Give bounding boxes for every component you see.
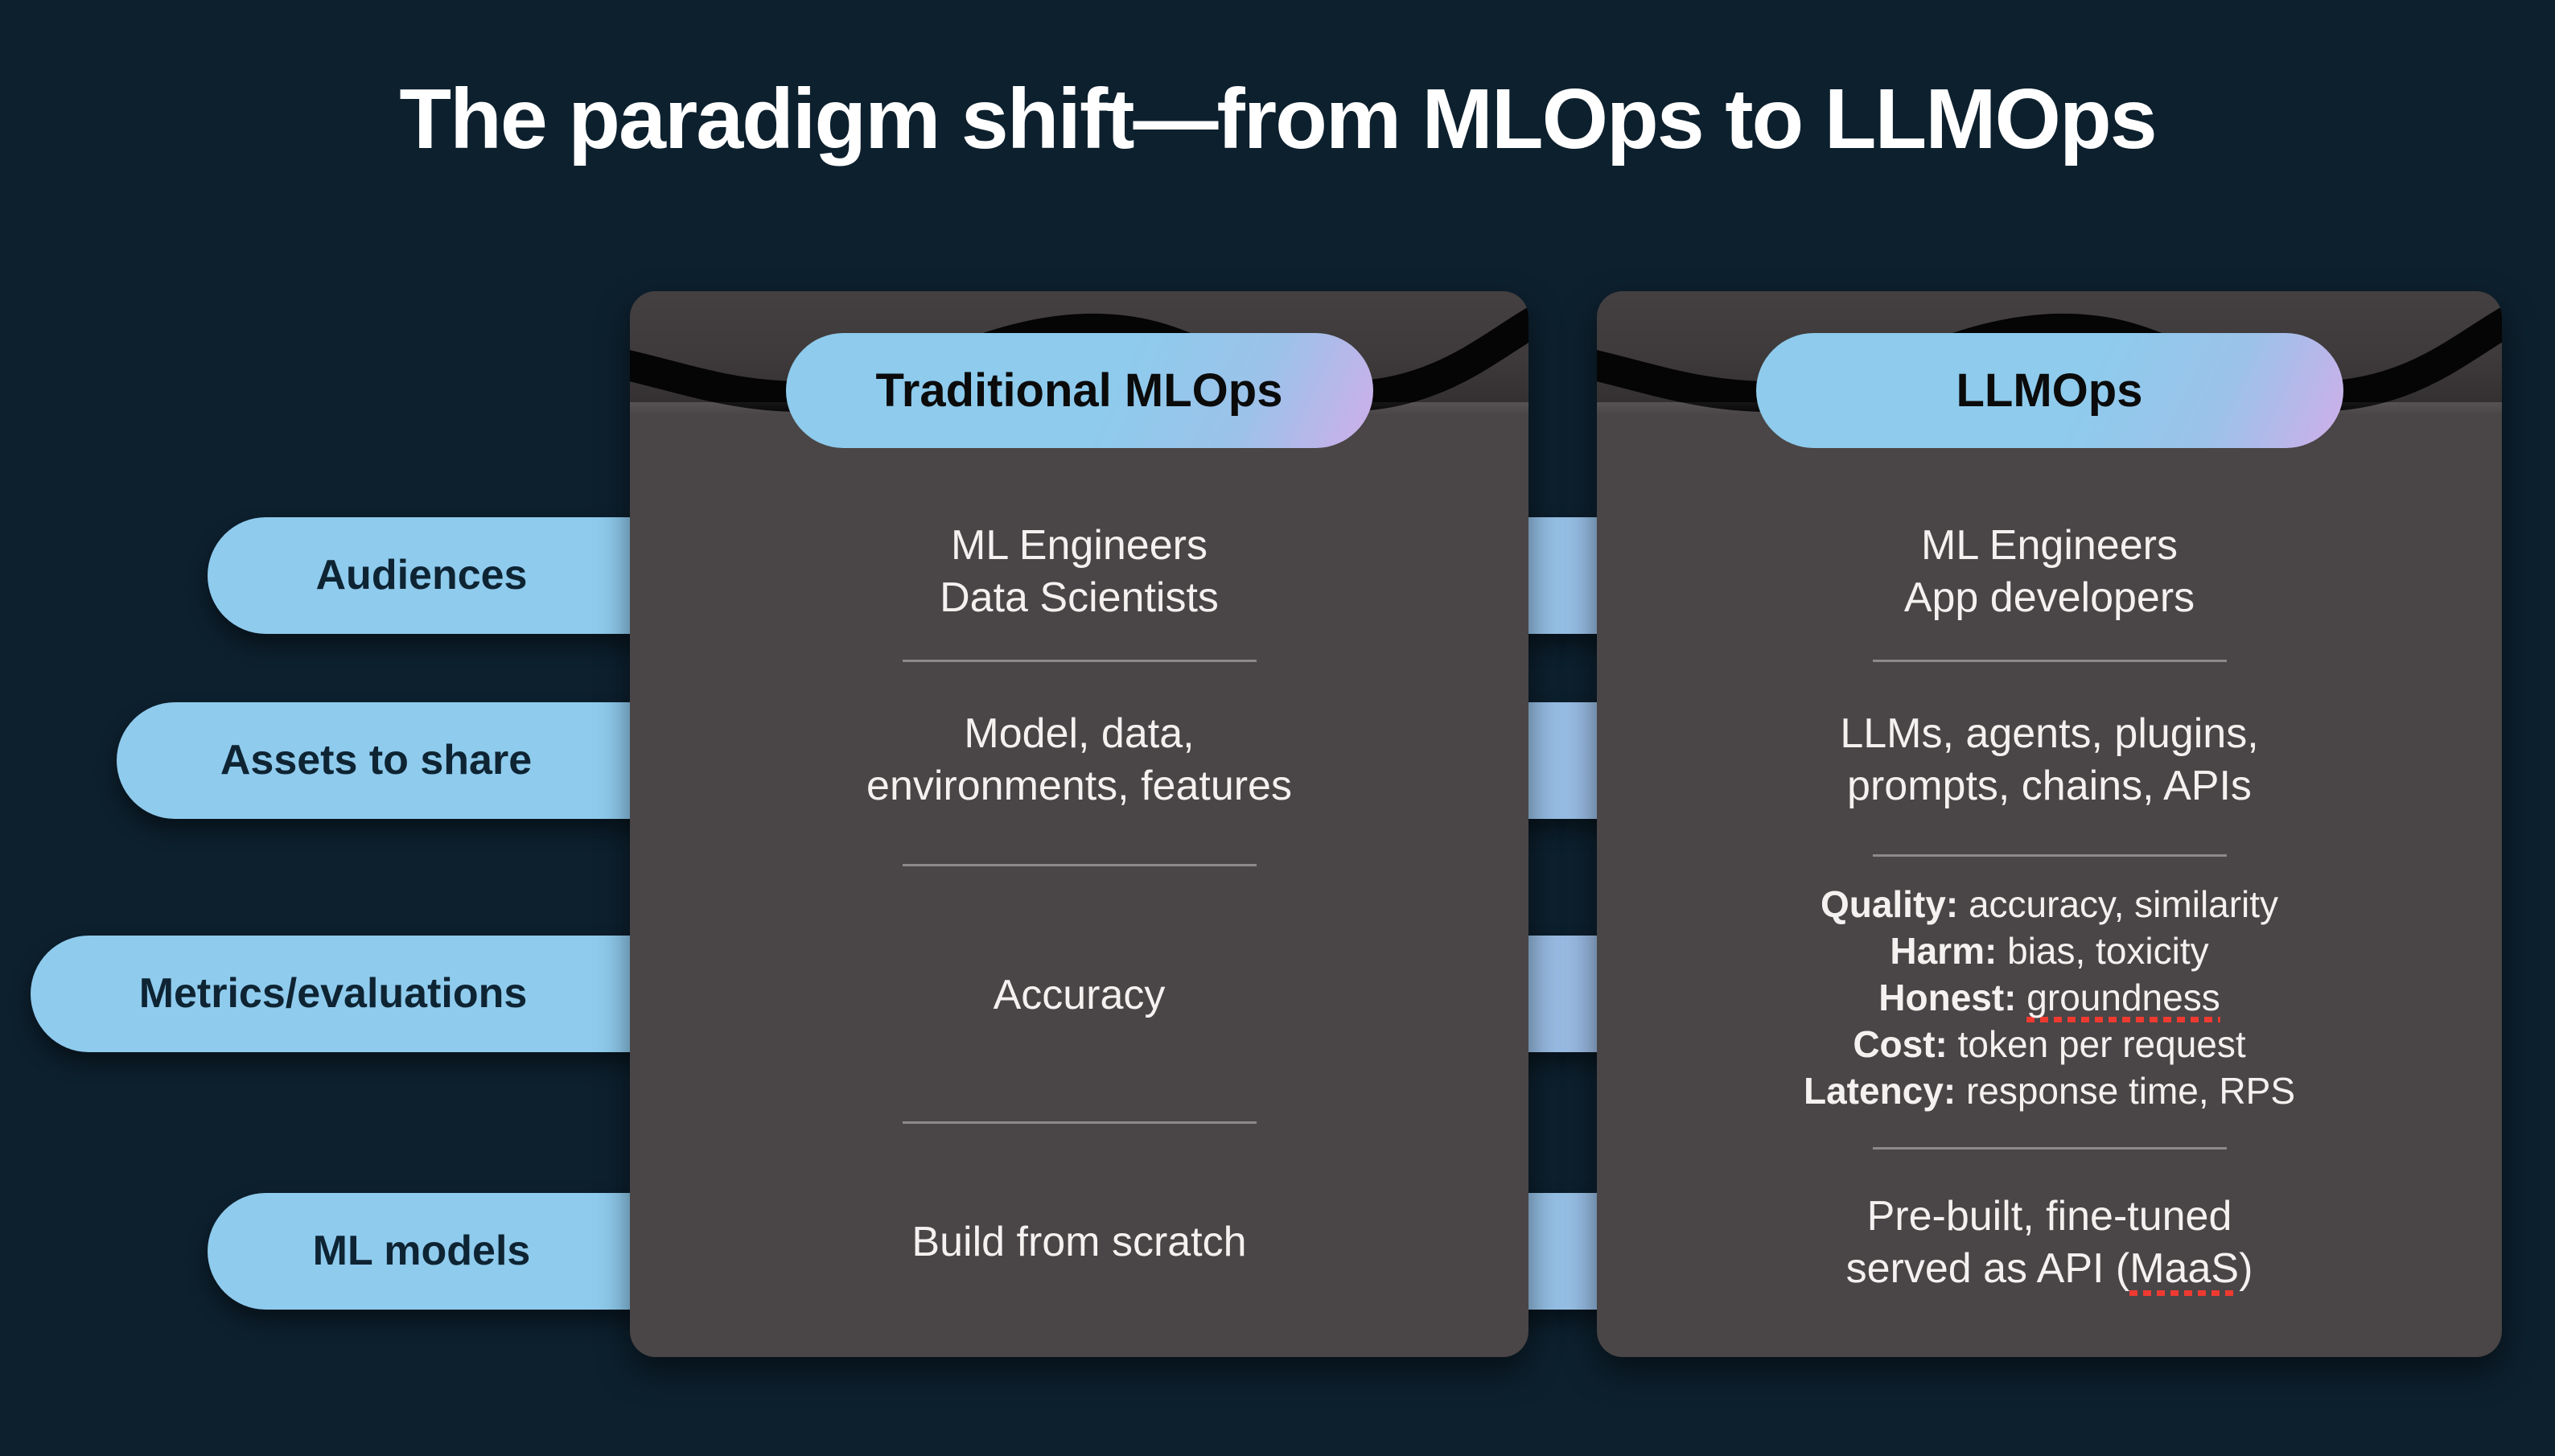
panel-header-llmops: LLMOps xyxy=(1755,333,2343,448)
row-label-audiences: Audiences xyxy=(315,552,528,598)
llmops-models-line2: served as API (MaaS) xyxy=(1597,1243,2502,1296)
llmops-audiences-line1: ML Engineers xyxy=(1921,522,2178,569)
metric-text-underlined: groundness xyxy=(2026,977,2220,1022)
traditional-metrics-line1: Accuracy xyxy=(993,972,1166,1018)
divider xyxy=(1872,660,2227,662)
divider xyxy=(1872,1147,2227,1150)
metric-text: token per request xyxy=(1957,1023,2246,1065)
llmops-models-line1: Pre-built, fine-tuned xyxy=(1866,1193,2232,1240)
models-line2-underlined: MaaS xyxy=(2129,1245,2240,1296)
traditional-audiences-cell: ML Engineers Data Scientists xyxy=(630,520,1528,624)
traditional-assets-cell: Model, data, environments, features xyxy=(630,708,1528,812)
panel-llmops: LLMOps ML Engineers App developers LLMs,… xyxy=(1597,291,2502,1357)
panel-traditional-mlops: Traditional MLOps ML Engineers Data Scie… xyxy=(630,291,1528,1357)
traditional-assets-line2: environments, features xyxy=(866,763,1292,809)
llmops-audiences-cell: ML Engineers App developers xyxy=(1597,520,2502,624)
traditional-audiences-line2: Data Scientists xyxy=(940,574,1219,621)
decorative-wave xyxy=(630,291,1528,415)
llmops-metric-quality: Quality: accuracy, similarity xyxy=(1597,881,2502,927)
row-label-assets-to-share: Assets to share xyxy=(220,737,533,784)
llmops-audiences-line2: App developers xyxy=(1903,574,2195,621)
models-line2-pre: served as API ( xyxy=(1845,1245,2130,1292)
traditional-models-line1: Build from scratch xyxy=(911,1219,1247,1265)
metric-label: Latency: xyxy=(1803,1070,1956,1112)
divider xyxy=(902,660,1257,662)
divider xyxy=(902,864,1257,866)
metric-text: bias, toxicity xyxy=(2007,930,2209,972)
row-label-metrics-evaluations: Metrics/evaluations xyxy=(138,970,528,1017)
traditional-metrics-cell: Accuracy xyxy=(630,969,1528,1022)
traditional-audiences-line1: ML Engineers xyxy=(951,522,1208,569)
metric-label: Honest: xyxy=(1878,977,2017,1018)
metric-text: accuracy, similarity xyxy=(1968,883,2279,925)
metric-label: Cost: xyxy=(1853,1023,1948,1065)
llmops-assets-line1: LLMs, agents, plugins, xyxy=(1840,710,2259,757)
llmops-assets-cell: LLMs, agents, plugins, prompts, chains, … xyxy=(1597,708,2502,812)
metric-label: Harm: xyxy=(1890,930,1998,972)
llmops-models-cell: Pre-built, fine-tuned served as API (Maa… xyxy=(1597,1191,2502,1296)
slide-title: The paradigm shift—from MLOps to LLMOps xyxy=(399,72,2157,167)
panel-header-traditional-mlops: Traditional MLOps xyxy=(785,333,1373,448)
metric-label: Quality: xyxy=(1820,883,1959,925)
divider xyxy=(1872,854,2227,857)
models-line2-post: ) xyxy=(2239,1245,2253,1292)
traditional-models-cell: Build from scratch xyxy=(630,1216,1528,1269)
llmops-assets-line2: prompts, chains, APIs xyxy=(1847,763,2252,809)
divider xyxy=(902,1121,1257,1124)
llmops-metric-harm: Harm: bias, toxicity xyxy=(1597,927,2502,974)
llmops-metrics-cell: Quality: accuracy, similarity Harm: bias… xyxy=(1597,881,2502,1114)
row-label-ml-models: ML models xyxy=(312,1228,531,1274)
metric-text: response time, RPS xyxy=(1965,1070,2295,1112)
llmops-metric-honest: Honest: groundness xyxy=(1597,974,2502,1022)
traditional-assets-line1: Model, data, xyxy=(964,710,1195,757)
llmops-metric-latency: Latency: response time, RPS xyxy=(1597,1067,2502,1114)
llmops-metric-cost: Cost: token per request xyxy=(1597,1021,2502,1067)
